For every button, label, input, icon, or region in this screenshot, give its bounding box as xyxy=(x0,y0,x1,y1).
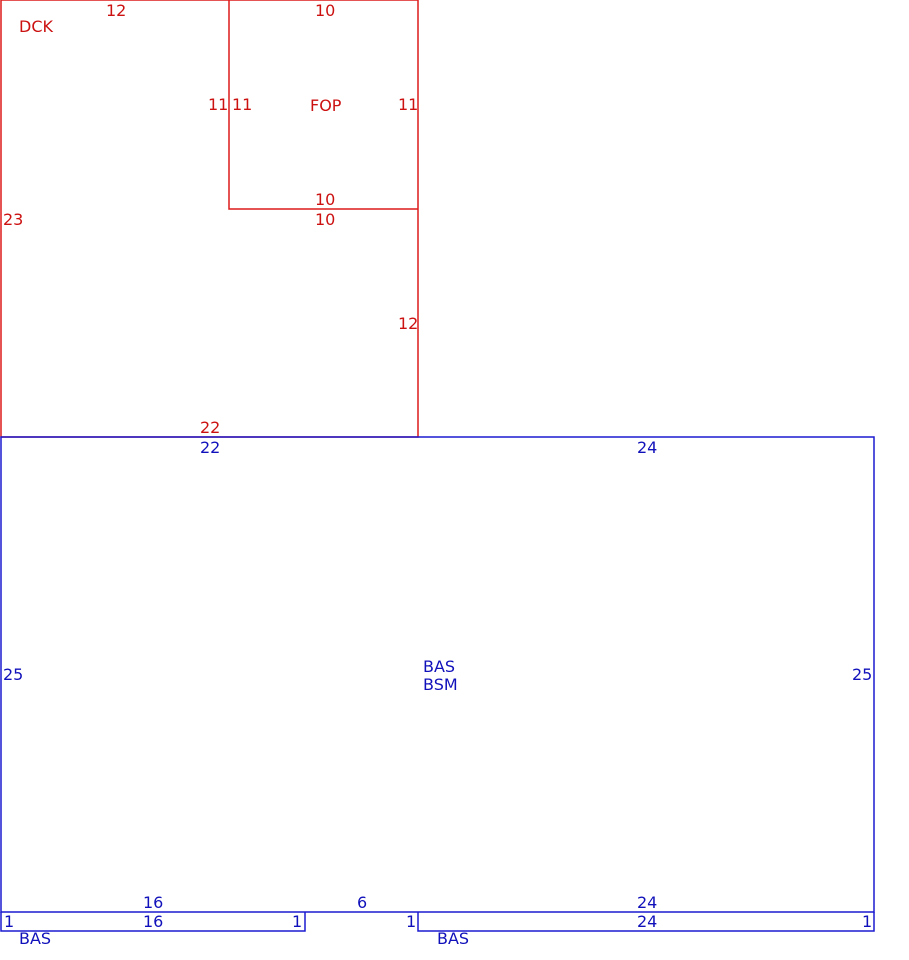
dck-right-lower-dimension: 12 xyxy=(398,314,418,333)
strip-right-end-b-dimension: 1 xyxy=(862,912,872,931)
strip-left-end-a-dimension: 1 xyxy=(4,912,14,931)
strip-right-end-a-dimension: 1 xyxy=(406,912,416,931)
bas-left-strip-label: BAS xyxy=(19,929,51,948)
fop-outline xyxy=(228,0,418,210)
strip-left-length-dimension: 16 xyxy=(143,912,163,931)
bas-bottom-left-dimension: 16 xyxy=(143,893,163,912)
fop-right-dimension: 11 xyxy=(398,95,418,114)
fop-top-dimension: 10 xyxy=(315,1,335,20)
bas-left-strip-outline xyxy=(0,912,306,932)
strip-left-end-b-dimension: 1 xyxy=(292,912,302,931)
fop-bottom-inner-dimension: 10 xyxy=(315,190,335,209)
dck-left-dimension: 23 xyxy=(3,210,23,229)
fop-bottom-outer-dimension: 10 xyxy=(315,210,335,229)
fop-left-inner-dimension: 11 xyxy=(232,95,252,114)
dck-top-dimension: 12 xyxy=(106,1,126,20)
bas-right-dimension: 25 xyxy=(852,665,872,684)
dck-outline xyxy=(0,0,419,438)
bas-top-right-dimension: 24 xyxy=(637,438,657,457)
dck-bottom-dimension: 22 xyxy=(200,418,220,437)
bas-area-label: BAS xyxy=(423,657,455,676)
fop-left-outer-dimension: 11 xyxy=(208,95,228,114)
bas-bottom-right-dimension: 24 xyxy=(637,893,657,912)
bas-left-dimension: 25 xyxy=(3,665,23,684)
bas-top-left-dimension: 22 xyxy=(200,438,220,457)
bas-right-strip-outline xyxy=(417,912,875,932)
dck-area-label: DCK xyxy=(19,17,53,36)
bas-bottom-mid-dimension: 6 xyxy=(357,893,367,912)
bas-right-strip-label: BAS xyxy=(437,929,469,948)
strip-right-length-dimension: 24 xyxy=(637,912,657,931)
fop-area-label: FOP xyxy=(310,96,342,115)
bsm-area-label: BSM xyxy=(423,675,458,694)
